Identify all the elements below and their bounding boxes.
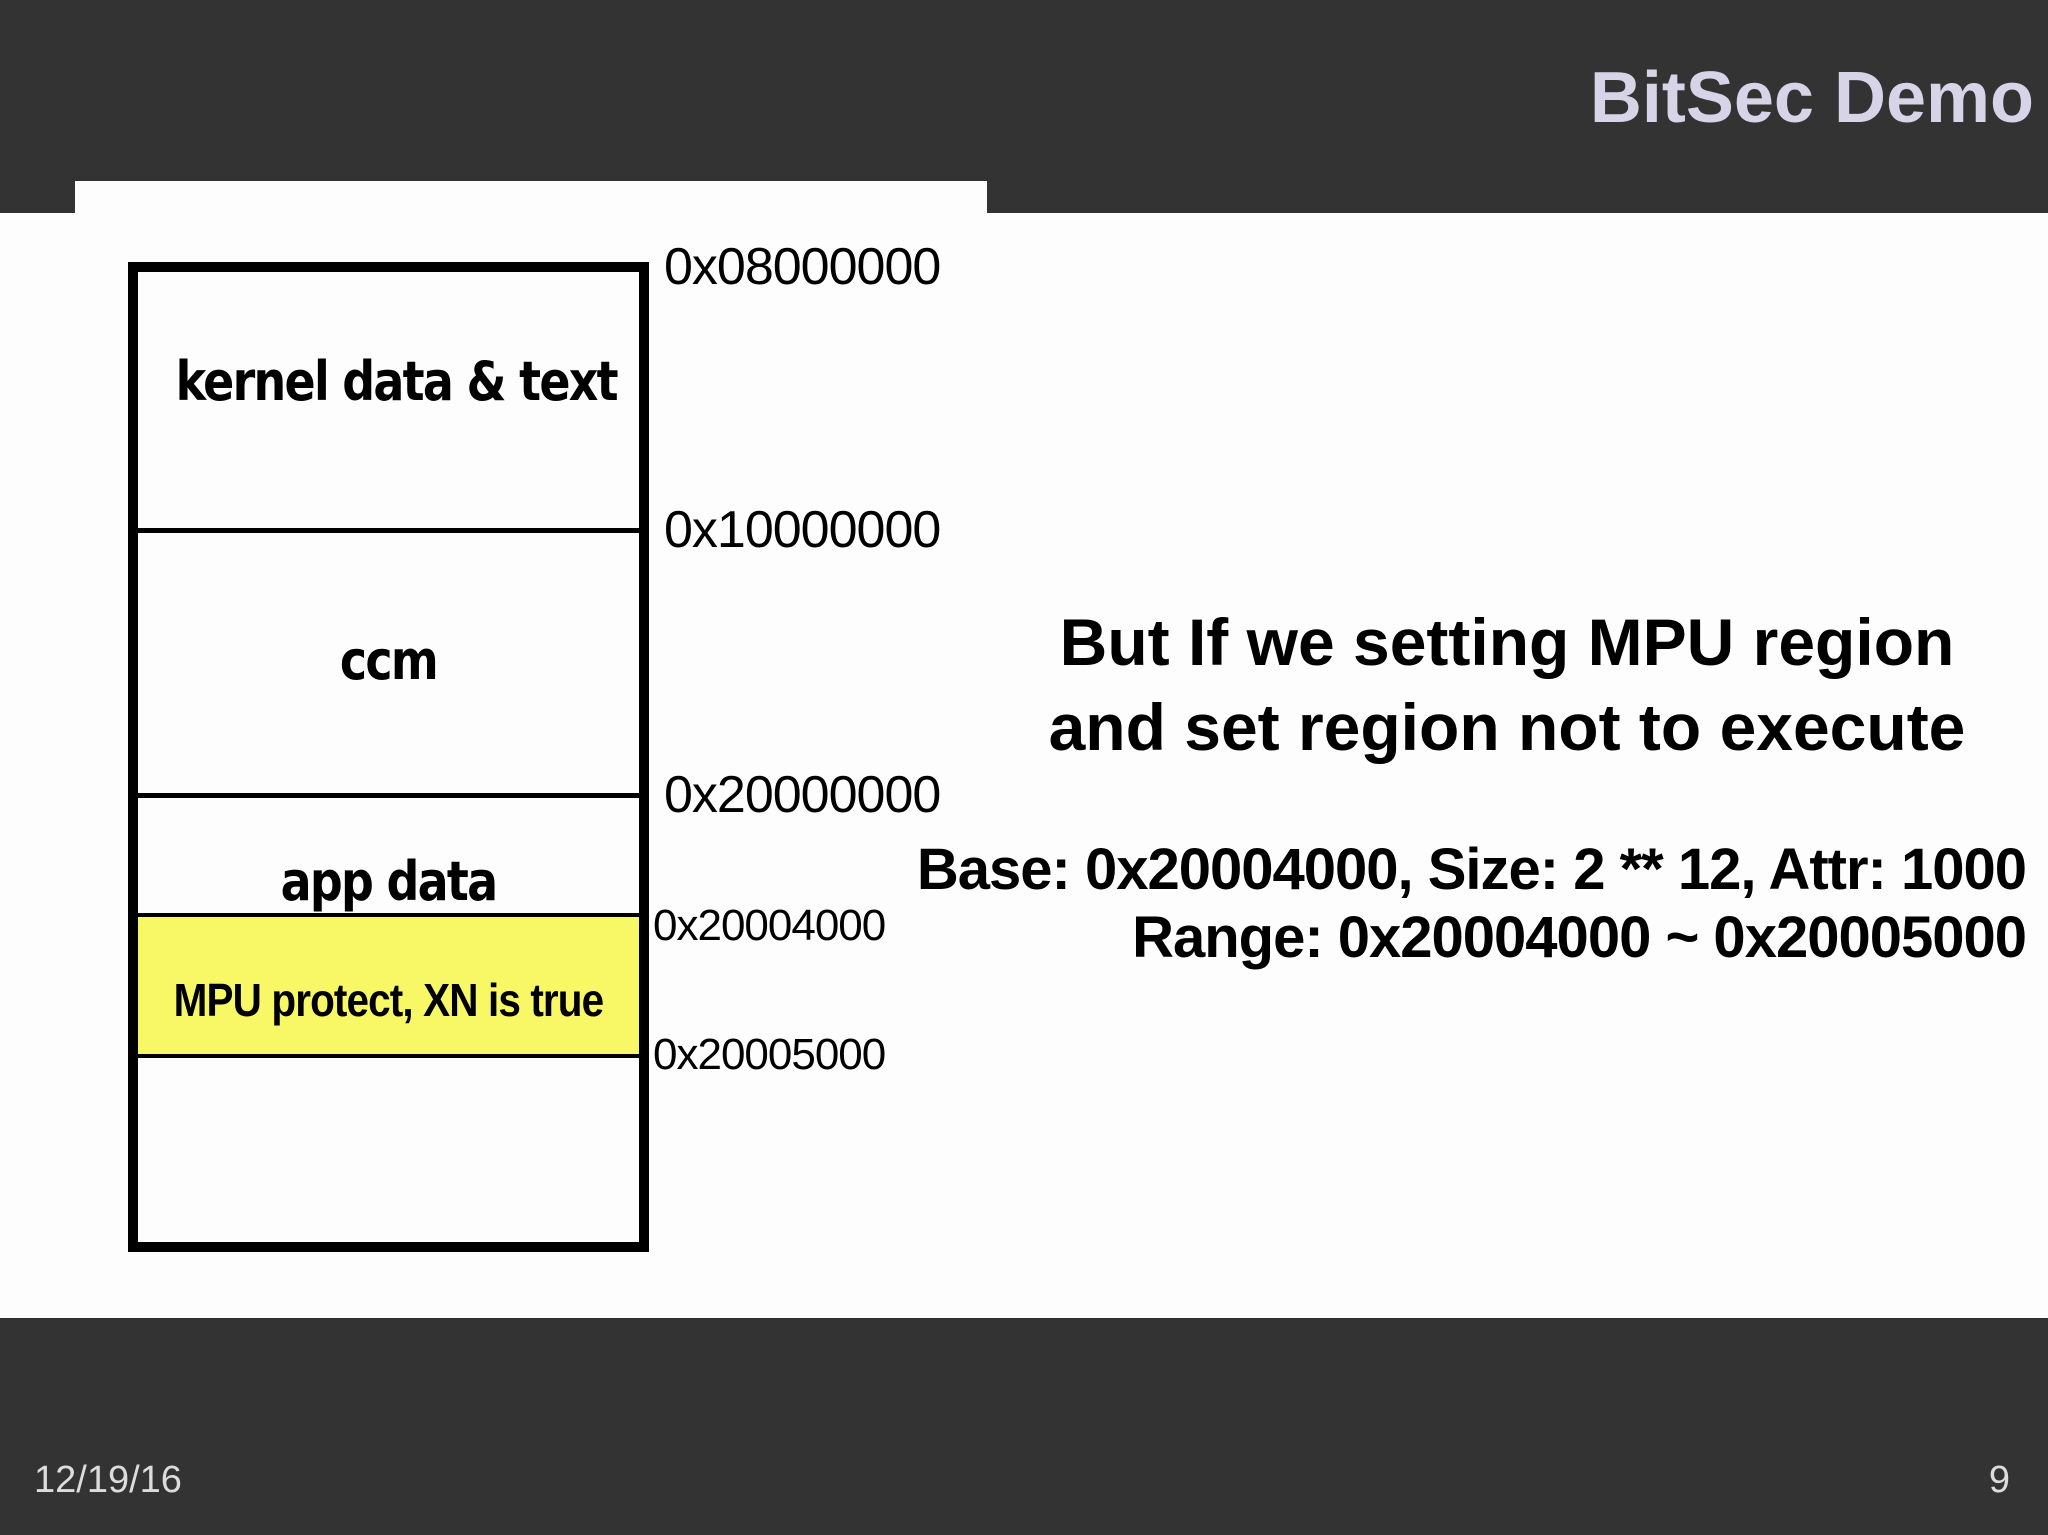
- address-label-0x10000000: 0x10000000: [664, 501, 941, 559]
- address-label-0x20004000: 0x20004000: [653, 901, 886, 950]
- slide-title: BitSec Demo: [1589, 58, 2034, 138]
- annotation-detail-base: Base: 0x20004000, Size: 2 ** 12, Attr: 1…: [916, 837, 2027, 902]
- content-surface: [0, 213, 2048, 1318]
- annotation-heading-line2: and set region not to execute: [1048, 690, 1966, 764]
- annotation-details: Base: 0x20004000, Size: 2 ** 12, Attr: 1…: [600, 836, 2027, 972]
- footer-date: 12/19/16: [34, 1459, 182, 1501]
- region-label-app-data: app data: [280, 850, 499, 913]
- memory-map-box: [128, 262, 649, 1252]
- address-label-0x20000000: 0x20000000: [664, 766, 941, 824]
- address-label-0x08000000: 0x08000000: [664, 238, 941, 296]
- footer-page-number: 9: [1988, 1459, 2010, 1501]
- address-label-0x20005000: 0x20005000: [653, 1030, 886, 1079]
- region-label-ccm: ccm: [339, 629, 439, 692]
- region-label-mpu-protect: MPU protect, XN is true: [173, 974, 604, 1026]
- annotation-heading-line1: But If we setting MPU region: [1059, 605, 1955, 679]
- region-label-kernel: kernel data & text: [175, 350, 619, 413]
- mpu-highlight-band: [138, 913, 639, 1058]
- divider-kernel-ccm: [138, 528, 639, 533]
- annotation-detail-range: Range: 0x20004000 ~ 0x20005000: [1132, 905, 2027, 970]
- annotation-heading: But If we setting MPU region and set reg…: [980, 600, 2034, 770]
- divider-ccm-appdata: [138, 793, 639, 798]
